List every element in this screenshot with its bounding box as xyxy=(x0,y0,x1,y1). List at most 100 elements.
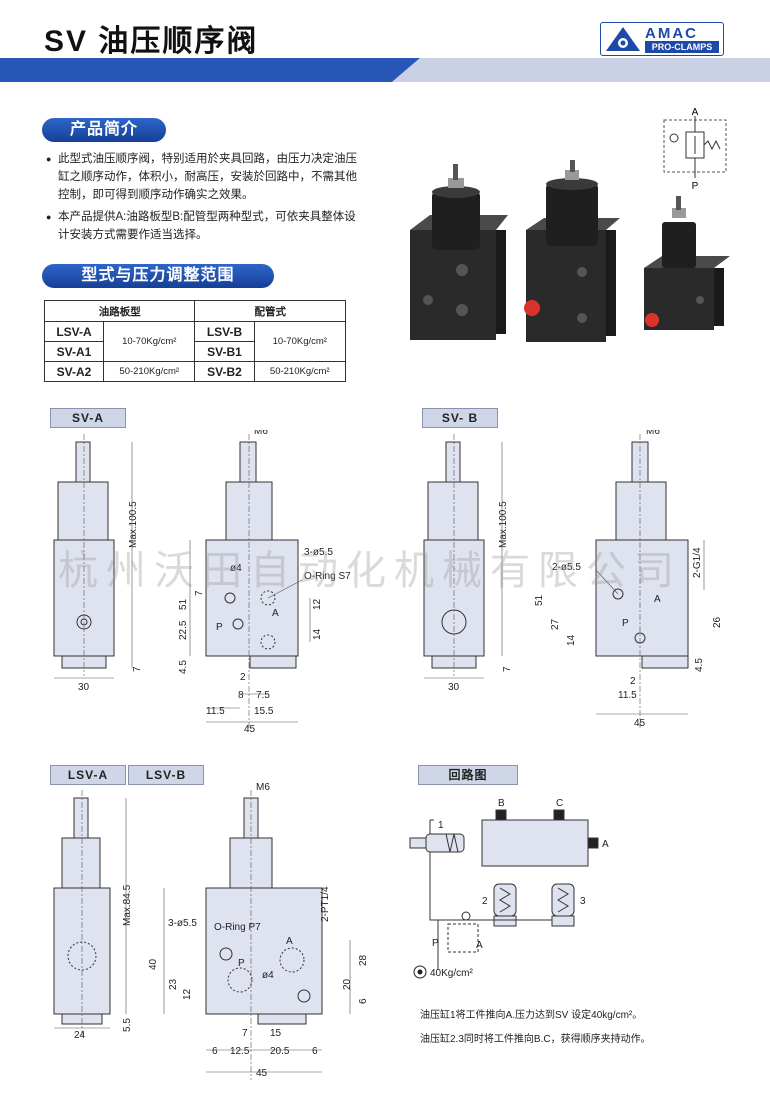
svb-dim-27: 27 xyxy=(550,618,561,630)
svb-dim-bottom-7: 7 xyxy=(502,666,513,672)
circuit-label-p: P xyxy=(432,938,439,949)
model-sv-b1: SV-B1 xyxy=(194,341,255,362)
svb-dim-45: 45 xyxy=(634,718,646,729)
lsv-label-m6: M6 xyxy=(256,782,270,793)
intro-bullet-1: 此型式油压顺序阀，特别适用於夹具回路，由压力决定油压缸之顺序动作，体积小，耐高压… xyxy=(46,150,358,204)
circuit-cylinder-3: 3 xyxy=(580,896,586,907)
symbol-label-p: P xyxy=(692,181,699,192)
watermark: 杭州沃田自动化机械有限公司 xyxy=(58,548,682,594)
intro-bullet-2: 本产品提供A:油路板型B:配管型两种型式，可依夹具整体设计安装方式需要作适当选择… xyxy=(46,208,358,244)
tab-sv-b: SV- B xyxy=(422,408,498,428)
svb-dim-14: 14 xyxy=(566,634,577,646)
sva-port-a: A xyxy=(272,608,279,619)
svb-dim-11-5: 11.5 xyxy=(618,690,637,701)
tab-circuit: 回路图 xyxy=(418,765,518,785)
lsv-label-pt14: 2-PT1/4 xyxy=(320,886,331,922)
svb-label-g14: 2-G1/4 xyxy=(692,547,703,578)
range-pipe-low: 10-70Kg/cm² xyxy=(253,321,347,362)
sva-port-p: P xyxy=(216,622,223,633)
symbol-label-a: A xyxy=(692,107,699,118)
sva-dim-bottom-7: 7 xyxy=(132,666,143,672)
lsv-label-holes: 3-ø5.5 xyxy=(168,918,197,929)
lsv-port-p: P xyxy=(238,958,245,969)
sva-label-m6: M6 xyxy=(254,430,268,437)
circuit-note-2: 油压缸2.3同时将工件推向B.C，获得顺序夹持动作。 xyxy=(420,1034,651,1045)
svb-dim-4-5: 4.5 xyxy=(694,658,705,672)
intro-heading: 产品简介 xyxy=(42,118,166,142)
circuit-diagram: B C A 1 2 3 P A 40Kg/cm² xyxy=(409,798,609,979)
svb-label-holes: 2-ø5.5 xyxy=(552,562,581,573)
lsv-dim-23: 23 xyxy=(168,978,179,990)
sva-dim-14: 14 xyxy=(312,628,323,640)
model-lsv-b: LSV-B xyxy=(194,321,255,342)
sva-dim-7-5: 7.5 xyxy=(256,690,270,701)
sva-label-oring: O-Ring S7 xyxy=(304,571,351,582)
circuit-label-b: B xyxy=(498,798,505,809)
svb-port-a: A xyxy=(654,594,661,605)
svb-dim-26: 26 xyxy=(712,616,723,628)
sv-b-drawing: Max.100.5 30 7 M6 2-ø5.5 2-G1/4 A P 51 2… xyxy=(423,430,723,730)
svb-dim-51: 51 xyxy=(534,594,545,606)
sva-dim-2: 2 xyxy=(240,672,246,683)
lsv-dim-45: 45 xyxy=(256,1068,268,1079)
circuit-label-a2: A xyxy=(476,940,483,951)
circuit-cylinder-2: 2 xyxy=(482,896,488,907)
range-pipe-high: 50-210Kg/cm² xyxy=(253,361,347,382)
sva-dim-45: 45 xyxy=(244,724,256,735)
col-pipe-type: 配管式 xyxy=(194,300,346,322)
pressure-source: 40Kg/cm² xyxy=(413,965,473,979)
logo-brand: AMAC xyxy=(645,25,698,42)
range-heading: 型式与压力调整范围 xyxy=(42,264,274,288)
lsv-dim-7: 7 xyxy=(242,1028,248,1039)
lsv-dim-15: 15 xyxy=(270,1028,282,1039)
sequence-valve-symbol: A P xyxy=(663,107,727,192)
lsv-dim-width: 24 xyxy=(74,1030,86,1041)
sva-dim-22-5: 22.5 xyxy=(178,620,189,640)
model-lsv-a: LSV-A xyxy=(43,321,105,342)
svb-dim-max: Max.100.5 xyxy=(498,501,509,548)
sva-dim-7: 7 xyxy=(194,590,205,596)
lsv-drawing: Max.84.5 24 5.5 M6 3-ø5.5 O-Ring P7 2-PT… xyxy=(53,782,369,1080)
lsv-dim-bottom-5-5: 5.5 xyxy=(122,1018,133,1032)
pressure-range-table: 油路板型 配管式 LSV-A 10-70Kg/cm² LSV-B 10-70Kg… xyxy=(43,300,347,382)
lsv-label-oring: O-Ring P7 xyxy=(214,922,261,933)
sva-dim-4-5: 4.5 xyxy=(178,660,189,674)
lsv-dim-20-5: 20.5 xyxy=(270,1046,290,1057)
sva-dim-12: 12 xyxy=(312,598,323,610)
lsv-dim-28: 28 xyxy=(358,954,369,966)
sv-a-drawing: Max.100.5 30 7 M6 51 22.5 4.5 7 12 14 ø4… xyxy=(53,430,351,735)
svb-dim-2: 2 xyxy=(630,676,636,687)
svb-port-p: P xyxy=(622,618,629,629)
amac-logo-icon xyxy=(606,27,640,51)
circuit-label-c: C xyxy=(556,798,563,809)
sva-dim-max: Max.100.5 xyxy=(128,501,139,548)
sva-dim-8: 8 xyxy=(238,690,244,701)
lsv-label-phi4: ø4 xyxy=(262,970,274,981)
sva-dim-15-5: 15.5 xyxy=(254,706,274,717)
model-sv-b2: SV-B2 xyxy=(194,361,255,382)
col-plate-type: 油路板型 xyxy=(43,300,196,322)
sva-label-phi4: ø4 xyxy=(230,563,242,574)
range-plate-low: 10-70Kg/cm² xyxy=(103,321,196,362)
svb-label-m6: M6 xyxy=(646,430,660,437)
sva-dim-width: 30 xyxy=(78,682,90,693)
logo-subtitle: PRO-CLAMPS xyxy=(645,41,719,53)
lsv-dim-6-left: 6 xyxy=(212,1046,218,1057)
product-photo xyxy=(410,160,730,342)
circuit-label-a: A xyxy=(602,839,609,850)
lsv-dim-6-right: 6 xyxy=(312,1046,318,1057)
tab-sv-a: SV-A xyxy=(50,408,126,428)
page-title: SV 油压顺序阀 xyxy=(44,25,259,58)
lsv-dim-20: 20 xyxy=(342,978,353,990)
header-band xyxy=(0,58,770,82)
sva-label-holes: 3-ø5.5 xyxy=(304,547,333,558)
model-sv-a1: SV-A1 xyxy=(43,341,105,362)
brand-logo: AMAC PRO-CLAMPS xyxy=(600,22,724,56)
lsv-port-a: A xyxy=(286,936,293,947)
circuit-cylinder-1: 1 xyxy=(438,820,444,831)
lsv-dim-40: 40 xyxy=(148,958,159,970)
lsv-dim-max: Max.84.5 xyxy=(122,884,133,926)
model-sv-a2: SV-A2 xyxy=(43,361,105,382)
sva-dim-11-5: 11.5 xyxy=(206,706,225,717)
range-plate-high: 50-210Kg/cm² xyxy=(103,361,196,382)
